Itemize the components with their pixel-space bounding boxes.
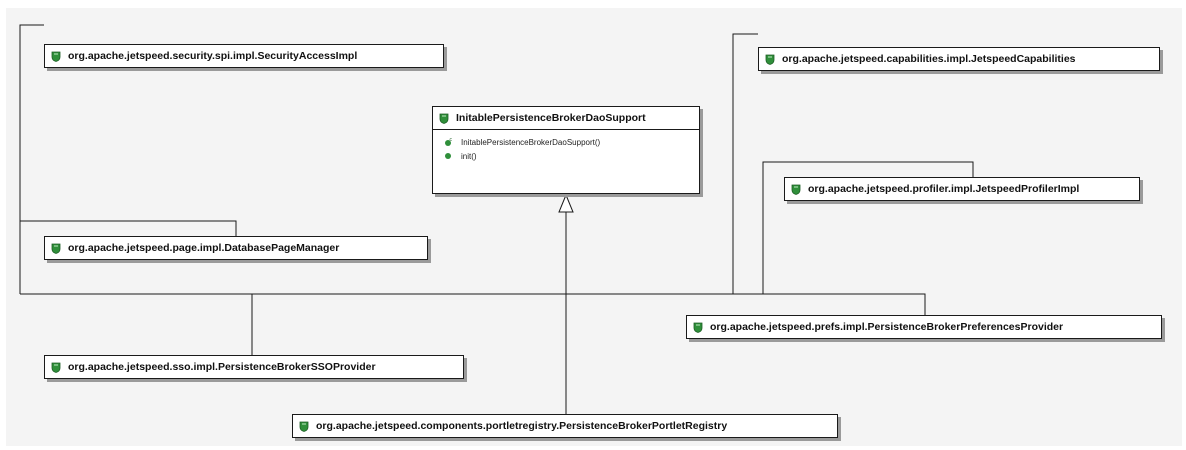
generalization-arrowhead (558, 193, 574, 213)
svg-text:c: c (450, 137, 453, 143)
class-icon (439, 113, 449, 124)
class-box-base[interactable]: InitablePersistenceBrokerDaoSupport c In… (432, 106, 700, 194)
operation-item[interactable]: c InitablePersistenceBrokerDaoSupport() (443, 135, 693, 149)
class-name: org.apache.jetspeed.security.spi.impl.Se… (68, 50, 358, 62)
operation-label: init() (461, 151, 477, 161)
constructor-icon: c (445, 137, 453, 146)
connector-security-access (19, 24, 44, 294)
class-box-security-access[interactable]: org.apache.jetspeed.security.spi.impl.Se… (44, 44, 444, 68)
connector-page-manager (20, 220, 237, 236)
operations-list: c InitablePersistenceBrokerDaoSupport() … (433, 130, 699, 168)
class-name: org.apache.jetspeed.prefs.impl.Persisten… (710, 321, 1064, 333)
class-name: org.apache.jetspeed.capabilities.impl.Je… (782, 53, 1076, 65)
class-box-prefs-provider[interactable]: org.apache.jetspeed.prefs.impl.Persisten… (686, 315, 1162, 339)
class-icon (765, 54, 775, 65)
public-method-icon (445, 153, 451, 159)
class-box-portlet-registry[interactable]: org.apache.jetspeed.components.portletre… (292, 414, 838, 438)
class-icon (51, 51, 61, 62)
class-icon (299, 421, 309, 432)
class-name-base: InitablePersistenceBrokerDaoSupport (456, 112, 646, 124)
operation-item[interactable]: init() (443, 149, 693, 163)
class-box-sso-provider[interactable]: org.apache.jetspeed.sso.impl.Persistence… (44, 355, 464, 379)
class-icon (51, 362, 61, 373)
operation-label: InitablePersistenceBrokerDaoSupport() (461, 137, 601, 147)
class-box-profiler[interactable]: org.apache.jetspeed.profiler.impl.Jetspe… (784, 177, 1140, 201)
connector-capabilities (732, 33, 758, 294)
class-name: org.apache.jetspeed.profiler.impl.Jetspe… (808, 183, 1080, 195)
connector-profiler (762, 161, 974, 294)
class-name: org.apache.jetspeed.page.impl.DatabasePa… (68, 242, 340, 254)
class-box-page-manager[interactable]: org.apache.jetspeed.page.impl.DatabasePa… (44, 236, 428, 260)
connector-bus (20, 293, 926, 316)
class-name: org.apache.jetspeed.sso.impl.Persistence… (68, 361, 376, 373)
class-icon (791, 184, 801, 195)
class-name: org.apache.jetspeed.components.portletre… (316, 420, 728, 432)
class-icon (51, 243, 61, 254)
class-icon (693, 322, 703, 333)
class-box-capabilities[interactable]: org.apache.jetspeed.capabilities.impl.Je… (758, 47, 1160, 71)
